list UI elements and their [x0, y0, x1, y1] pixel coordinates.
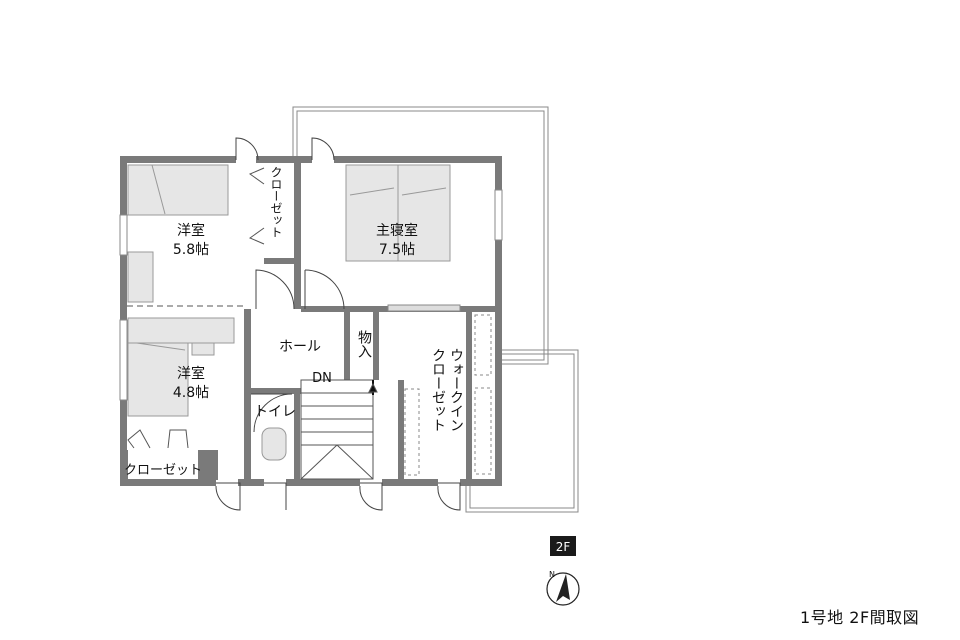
closet-bottom-label: クローゼット — [124, 463, 202, 478]
plan-caption: 1号地 2F間取図 — [800, 608, 920, 627]
closet-doors — [127, 167, 492, 476]
doors — [215, 137, 461, 511]
bed-master-left — [345, 164, 399, 262]
room-sw-name: 洋室 — [177, 365, 205, 382]
room-nw-size: 5.8帖 — [173, 242, 209, 258]
toilet-label: トイレ — [254, 404, 296, 420]
bed-master-right — [397, 164, 451, 262]
walkin-label-line2: クローゼット — [430, 348, 446, 432]
furniture — [127, 164, 451, 461]
compass-icon: N — [546, 570, 580, 606]
toilet-fixture — [261, 427, 287, 461]
floor-badge: 2F — [556, 540, 571, 554]
room-sw-size: 4.8帖 — [173, 385, 209, 401]
compass-label: N — [549, 570, 555, 579]
stairs-dn-label: DN — [312, 371, 332, 386]
chair-sw — [191, 342, 215, 356]
floor-badge-bg — [550, 536, 576, 556]
master-size: 7.5帖 — [379, 242, 415, 258]
room-nw-name: 洋室 — [177, 222, 205, 239]
closet-top-label: クローゼット — [269, 166, 283, 238]
storage-label: 物入 — [356, 330, 372, 358]
master-name: 主寝室 — [376, 222, 418, 239]
desk-sw — [127, 317, 235, 344]
stairs — [300, 379, 378, 480]
hall-label: ホール — [279, 339, 321, 355]
desk-nw — [127, 251, 154, 303]
walkin-label-line1: ウォークイン — [448, 348, 464, 432]
bed-nw — [127, 164, 229, 216]
windows — [119, 189, 503, 401]
